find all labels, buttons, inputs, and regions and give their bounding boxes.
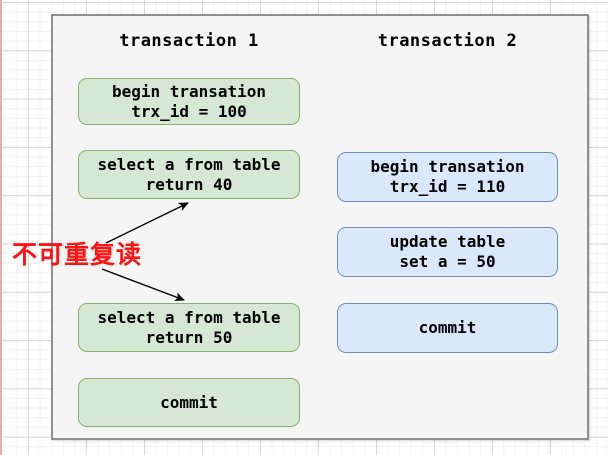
node-commit-transaction-2[interactable]: commit	[337, 303, 558, 353]
node-text-line: commit	[418, 318, 477, 337]
node-text-line: return 50	[145, 327, 233, 347]
node-text-line: begin transation	[370, 157, 525, 176]
node-select-return-50[interactable]: select a from table return 50	[78, 303, 300, 352]
column-title-transaction-1: transaction 1	[119, 31, 259, 51]
node-text-line: return 40	[145, 174, 233, 194]
node-update-table-set-a-50[interactable]: update table set a = 50	[337, 227, 558, 277]
column-title-transaction-2: transaction 2	[377, 31, 518, 51]
node-text-line: select a from table	[97, 307, 281, 327]
node-commit-transaction-1[interactable]: commit	[78, 378, 300, 427]
node-begin-transaction-trx100[interactable]: begin transation trx_id = 100	[78, 78, 300, 125]
non-repeatable-read-label: 不可重复读	[12, 240, 143, 269]
node-text-line: select a from table	[97, 154, 281, 174]
node-text-line: set a = 50	[399, 252, 496, 271]
node-text-line: update table	[389, 232, 506, 251]
node-text-line: commit	[160, 392, 218, 412]
node-text-line: trx_id = 110	[389, 177, 506, 196]
node-text-line: begin transation	[111, 81, 267, 101]
node-begin-transaction-trx110[interactable]: begin transation trx_id = 110	[337, 152, 558, 202]
page-boundary-line	[0, 0, 2, 455]
node-text-line: trx_id = 100	[131, 101, 247, 121]
node-select-return-40[interactable]: select a from table return 40	[78, 150, 300, 199]
